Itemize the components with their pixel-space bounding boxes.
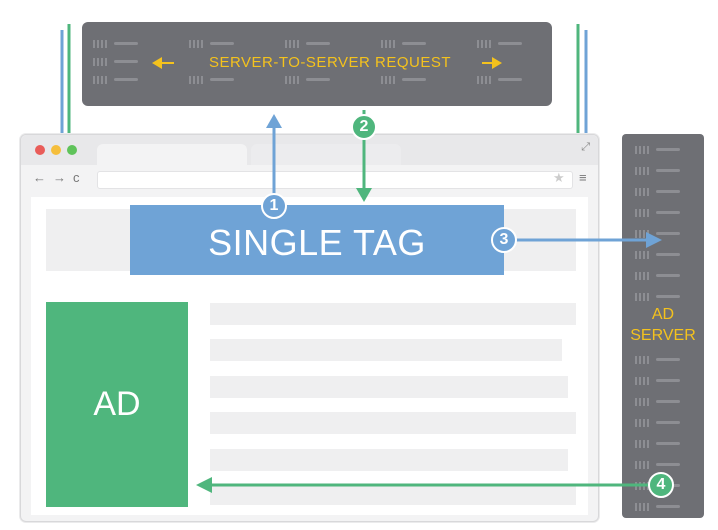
- browser-tab: [97, 144, 247, 166]
- step-4-badge: 4: [648, 472, 674, 498]
- back-icon: ←: [33, 170, 46, 185]
- content-line: [210, 303, 576, 325]
- server-unit: [632, 499, 694, 515]
- ad-label: AD: [93, 385, 141, 423]
- reload-icon: c: [73, 170, 80, 185]
- server-unit: [632, 415, 694, 431]
- close-dot-icon: [35, 145, 45, 155]
- server-unit: [632, 373, 694, 389]
- server-unit: [632, 436, 694, 452]
- ad-server: [622, 134, 704, 518]
- content-line: [210, 339, 562, 361]
- server-unit: [90, 54, 152, 70]
- step-1-badge: 1: [261, 193, 287, 219]
- server-unit: [632, 268, 694, 284]
- content-line: [210, 412, 576, 434]
- single-tag-label: SINGLE TAG: [208, 222, 426, 263]
- server-unit: [632, 226, 694, 242]
- server-unit: [282, 36, 344, 52]
- ad-box: AD: [46, 302, 188, 507]
- server-unit: [90, 36, 152, 52]
- server-unit: [378, 36, 440, 52]
- forward-icon: →: [53, 170, 66, 185]
- double-arrow-icon: [152, 57, 502, 69]
- server-request-label: SERVER-TO-SERVER REQUEST: [208, 54, 452, 71]
- server-unit: [186, 36, 248, 52]
- server-unit: [632, 205, 694, 221]
- server-unit: [474, 36, 536, 52]
- address-bar: [97, 171, 573, 189]
- ad-server-label-line2: SERVER: [630, 327, 696, 344]
- server-unit: [474, 72, 536, 88]
- content-line: [210, 485, 576, 505]
- expand-icon: ⤢: [581, 141, 590, 153]
- menu-icon: ≡: [579, 170, 587, 185]
- browser-tabstrip: ⤢: [21, 135, 598, 166]
- server-unit: [632, 163, 694, 179]
- server-unit: [90, 72, 152, 88]
- content-line: [210, 449, 568, 471]
- ad-server-label: AD SERVER: [622, 304, 704, 346]
- minimize-dot-icon: [51, 145, 61, 155]
- star-icon: ★: [553, 170, 565, 185]
- server-unit: [632, 247, 694, 263]
- maximize-dot-icon: [67, 145, 77, 155]
- server-unit: [632, 142, 694, 158]
- step-3-badge: 3: [491, 227, 517, 253]
- ad-server-label-line1: AD: [651, 306, 675, 323]
- step-2-badge: 2: [351, 114, 377, 140]
- content-line: [210, 376, 568, 398]
- server-unit: [632, 457, 694, 473]
- server-unit: [378, 72, 440, 88]
- server-unit: [186, 72, 248, 88]
- server-unit: [632, 289, 694, 305]
- single-tag-box: SINGLE TAG: [130, 205, 504, 275]
- server-unit: [632, 394, 694, 410]
- server-unit: [632, 352, 694, 368]
- server-unit: [282, 72, 344, 88]
- server-unit: [632, 184, 694, 200]
